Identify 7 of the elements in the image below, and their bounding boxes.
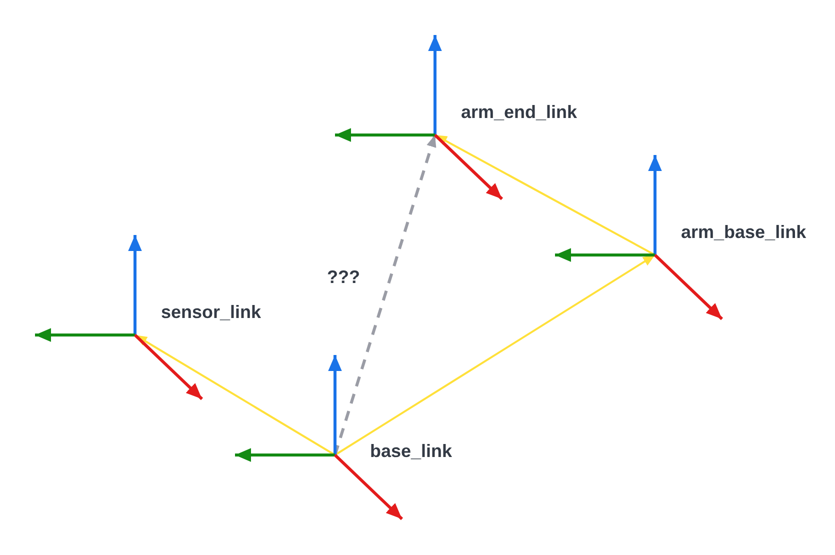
coordinate-frame <box>235 355 455 523</box>
frame-label: base_link <box>370 441 452 462</box>
arrow <box>334 254 656 456</box>
dashed-arrow <box>334 134 436 456</box>
frame-label: arm_end_link <box>461 102 578 123</box>
frame-label: arm_base_link <box>681 222 806 243</box>
frame-label: sensor_link <box>161 302 262 323</box>
